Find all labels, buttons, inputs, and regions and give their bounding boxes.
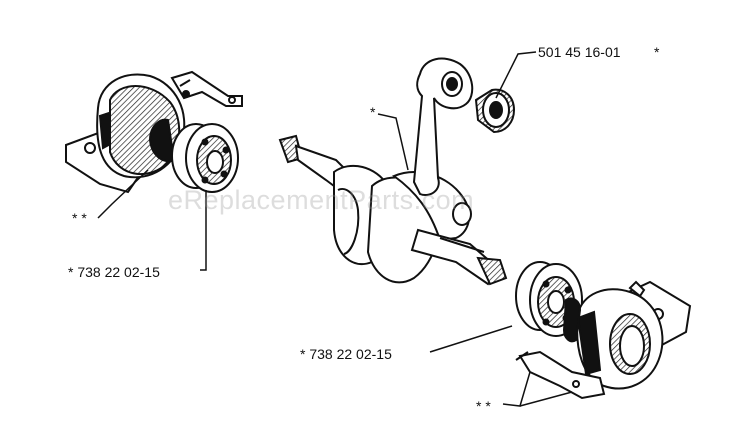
part-number-label-needle-bearing: 501 45 16-01: [538, 44, 621, 60]
double-asterisk-label-right: * *: [476, 398, 491, 414]
asterisk-label-needle-bearing: *: [654, 44, 660, 60]
watermark: eReplacementParts.com: [168, 185, 475, 215]
part-number-label-left-bearing: * 738 22 02-15: [68, 264, 160, 280]
double-asterisk-label-left: * *: [72, 210, 87, 226]
connecting-rod: [412, 57, 474, 196]
crankshaft: [278, 134, 508, 286]
right-bearing-housing: [515, 280, 692, 400]
leader-lines: [97, 51, 573, 407]
asterisk-label-connecting-rod: *: [370, 104, 376, 120]
needle-bearing: [474, 88, 516, 134]
part-number-label-right-bearing: * 738 22 02-15: [300, 346, 392, 362]
left-ball-bearing: [148, 118, 239, 193]
